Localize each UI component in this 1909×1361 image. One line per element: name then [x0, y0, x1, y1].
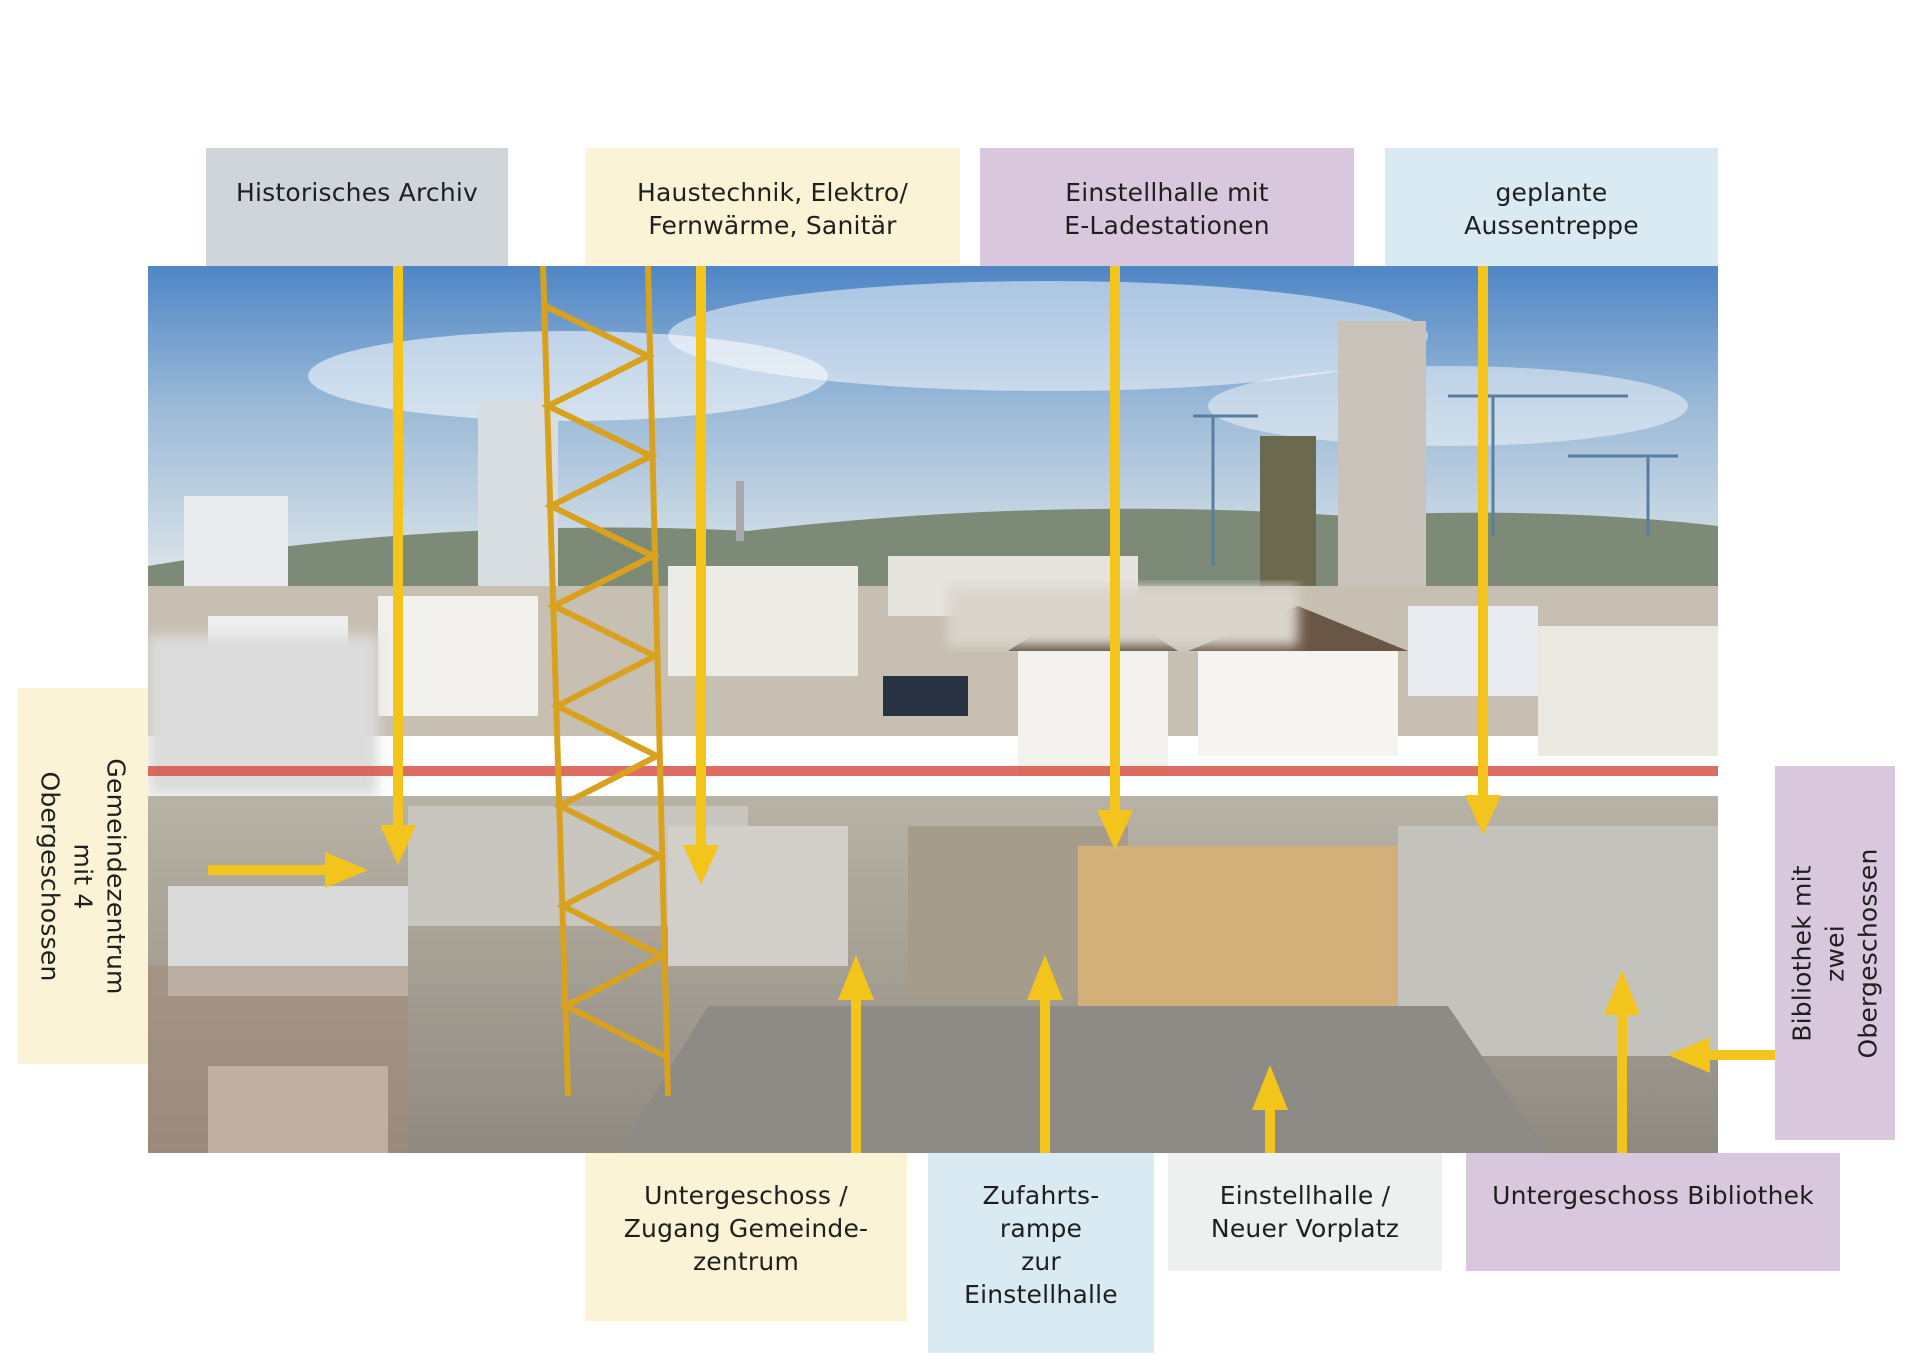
label-haustechnik-text: Haustechnik, Elektro/ Fernwärme, Sanitär	[637, 178, 908, 240]
label-zufahrt: Zufahrts- rampe zur Einstellhalle	[928, 1153, 1154, 1353]
label-bibliothek-text: Bibliothek mit zwei Obergeschossen	[1787, 847, 1883, 1059]
label-historisches-archiv-text: Historisches Archiv	[235, 178, 479, 207]
label-gemeindezentrum-text: Gemeindezentrum mit 4 Obergeschossen	[35, 757, 131, 995]
label-vorplatz: Einstellhalle / Neuer Vorplatz	[1168, 1153, 1442, 1271]
label-aussentreppe-text: geplante Aussentreppe	[1464, 178, 1639, 240]
label-ug-zugang: Untergeschoss / Zugang Gemeinde- zentrum	[585, 1153, 907, 1321]
label-gemeindezentrum: Gemeindezentrum mit 4 Obergeschossen	[18, 688, 148, 1064]
label-einstellhalle-e: Einstellhalle mit E-Ladestationen	[980, 148, 1354, 266]
label-bibliothek: Bibliothek mit zwei Obergeschossen	[1775, 766, 1895, 1140]
label-aussentreppe: geplante Aussentreppe	[1385, 148, 1718, 266]
label-zufahrt-text: Zufahrts- rampe zur Einstellhalle	[964, 1181, 1118, 1309]
construction-site-photo	[148, 266, 1718, 1153]
label-ug-zugang-text: Untergeschoss / Zugang Gemeinde- zentrum	[623, 1181, 869, 1276]
label-haustechnik: Haustechnik, Elektro/ Fernwärme, Sanitär	[585, 148, 960, 266]
label-einstellhalle-e-text: Einstellhalle mit E-Ladestationen	[1064, 178, 1270, 240]
label-ug-bibliothek: Untergeschoss Bibliothek	[1466, 1153, 1840, 1271]
label-ug-bibliothek-text: Untergeschoss Bibliothek	[1492, 1181, 1814, 1210]
label-historisches-archiv: Historisches Archiv	[206, 148, 508, 266]
label-vorplatz-text: Einstellhalle / Neuer Vorplatz	[1210, 1181, 1400, 1243]
